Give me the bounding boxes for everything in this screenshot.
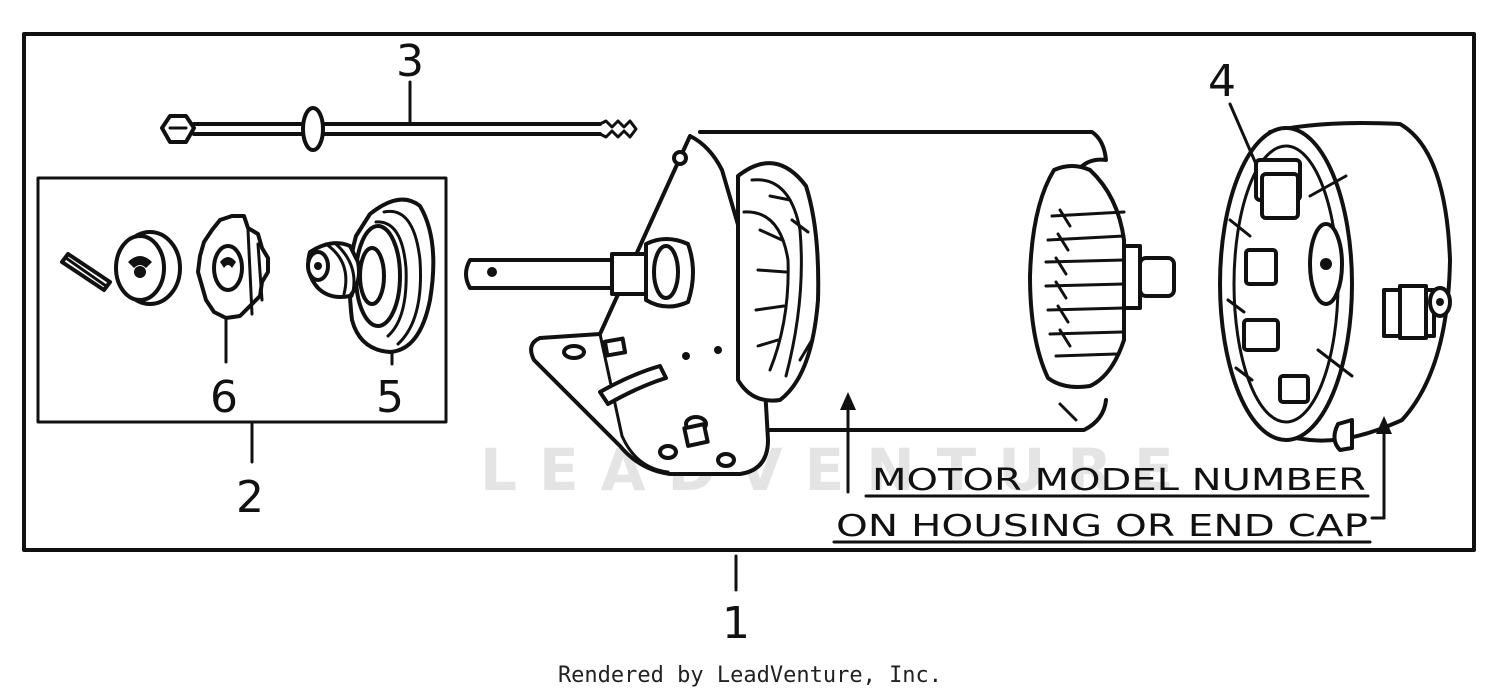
drive-kit-frame xyxy=(36,176,448,424)
callout-1: 1 xyxy=(722,598,750,649)
roll-pin xyxy=(60,252,112,292)
callout-6: 6 xyxy=(210,372,238,423)
armature-windings xyxy=(736,161,821,403)
note-line-2: ON HOUSING OR END CAP xyxy=(836,509,1368,544)
note-arrows xyxy=(840,392,1392,520)
callout-4: 4 xyxy=(1208,56,1236,107)
callout-3: 3 xyxy=(396,36,424,87)
note-line-1: MOTOR MODEL NUMBER xyxy=(872,463,1366,498)
through-bolt xyxy=(160,106,638,152)
assembly-frame xyxy=(22,32,1476,552)
leader-4 xyxy=(1228,102,1258,166)
callout-2: 2 xyxy=(236,472,264,523)
drive-end-bracket xyxy=(529,134,770,476)
motor-housing xyxy=(698,130,1108,432)
drive-assembly xyxy=(306,197,436,354)
armature-shaft xyxy=(464,237,695,309)
end-cap xyxy=(1218,121,1452,452)
commutator xyxy=(1028,164,1176,389)
watermark-text: LEADVENTURE xyxy=(480,436,1196,504)
footer-credit: Rendered by LeadVenture, Inc. xyxy=(557,663,943,688)
pinion-gear xyxy=(196,214,270,320)
callout-5: 5 xyxy=(376,372,404,423)
stop-collar xyxy=(114,230,182,306)
